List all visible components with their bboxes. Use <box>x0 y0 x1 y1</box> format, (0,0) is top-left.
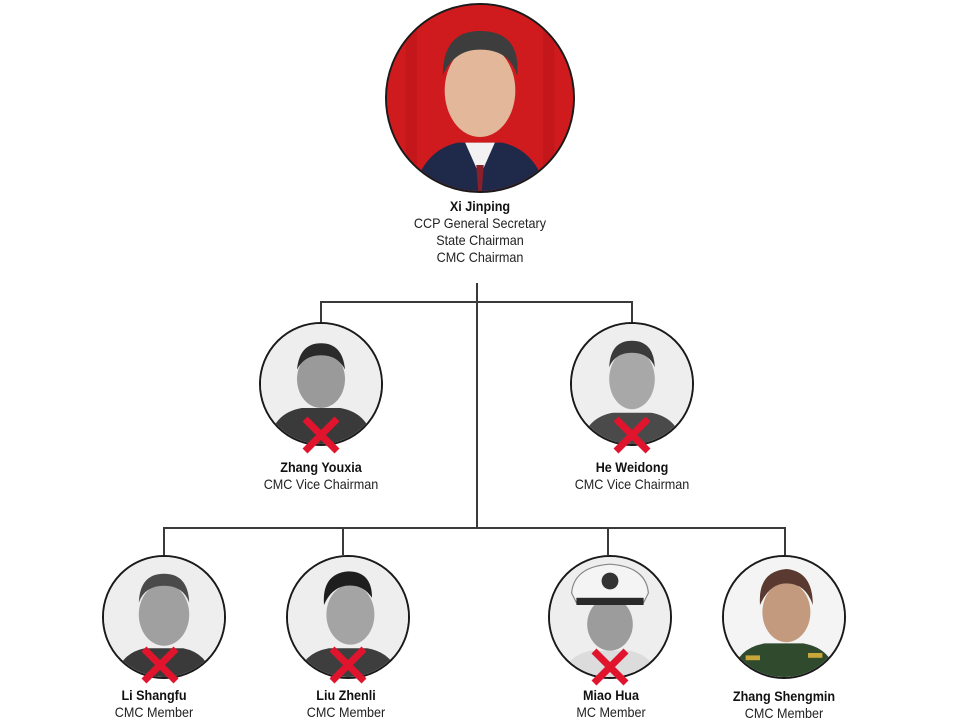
connector-trunk <box>476 283 478 529</box>
connector-member-1-drop <box>163 527 165 555</box>
person-silhouette-icon <box>572 324 692 444</box>
vice-chairman-1-title: CMC Vice Chairman <box>263 476 379 492</box>
member-1-title: CMC Member <box>114 704 194 720</box>
member-2-name: Liu Zhenli <box>316 687 376 703</box>
member-2-label: Liu Zhenli CMC Member <box>302 687 389 721</box>
vice-chairman-2-label: He Weidong CMC Vice Chairman <box>568 459 695 493</box>
connector-vice-horizontal <box>320 301 633 303</box>
member-4-title: CMC Member <box>744 705 824 721</box>
vice-chairman-2-portrait <box>570 322 694 446</box>
x-cross-icon <box>613 416 651 454</box>
member-2-title: CMC Member <box>306 704 386 720</box>
member-1-portrait <box>102 555 226 679</box>
member-1-label: Li Shangfu CMC Member <box>110 687 197 721</box>
x-cross-icon <box>302 416 340 454</box>
person-silhouette-icon <box>387 5 573 191</box>
member-3-title: MC Member <box>576 704 646 720</box>
member-1-name: Li Shangfu <box>121 687 187 703</box>
person-silhouette-icon <box>104 557 224 677</box>
connector-vice-left-drop <box>320 301 322 323</box>
vice-chairman-1-portrait <box>259 322 383 446</box>
leader-title-1: CCP General Secretary <box>413 215 547 231</box>
leader-label: Xi Jinping CCP General Secretary State C… <box>407 198 554 266</box>
member-3-portrait <box>548 555 672 679</box>
vice-chairman-2-name: He Weidong <box>595 459 669 475</box>
vice-chairman-1-name: Zhang Youxia <box>280 459 362 475</box>
x-cross-icon <box>591 648 629 686</box>
vice-chairman-2-title: CMC Vice Chairman <box>574 476 690 492</box>
member-3-label: Miao Hua MC Member <box>572 687 649 721</box>
x-cross-icon <box>141 646 179 684</box>
leader-title-3: CMC Chairman <box>436 249 524 265</box>
person-silhouette-icon <box>261 324 381 444</box>
connector-member-4-drop <box>784 527 786 555</box>
member-4-label: Zhang Shengmin CMC Member <box>727 688 841 722</box>
connector-member-2-drop <box>342 527 344 555</box>
person-silhouette-icon <box>724 557 844 677</box>
vice-chairman-1-label: Zhang Youxia CMC Vice Chairman <box>257 459 384 493</box>
leader-portrait <box>385 3 575 193</box>
connector-vice-right-drop <box>631 301 633 323</box>
connector-member-horizontal <box>163 527 786 529</box>
leader-name: Xi Jinping <box>449 198 511 214</box>
leader-title-2: State Chairman <box>436 232 524 248</box>
member-4-portrait <box>722 555 846 679</box>
connector-member-3-drop <box>607 527 609 555</box>
member-3-name: Miao Hua <box>582 687 640 703</box>
member-4-name: Zhang Shengmin <box>732 688 836 704</box>
x-cross-icon <box>329 646 367 684</box>
